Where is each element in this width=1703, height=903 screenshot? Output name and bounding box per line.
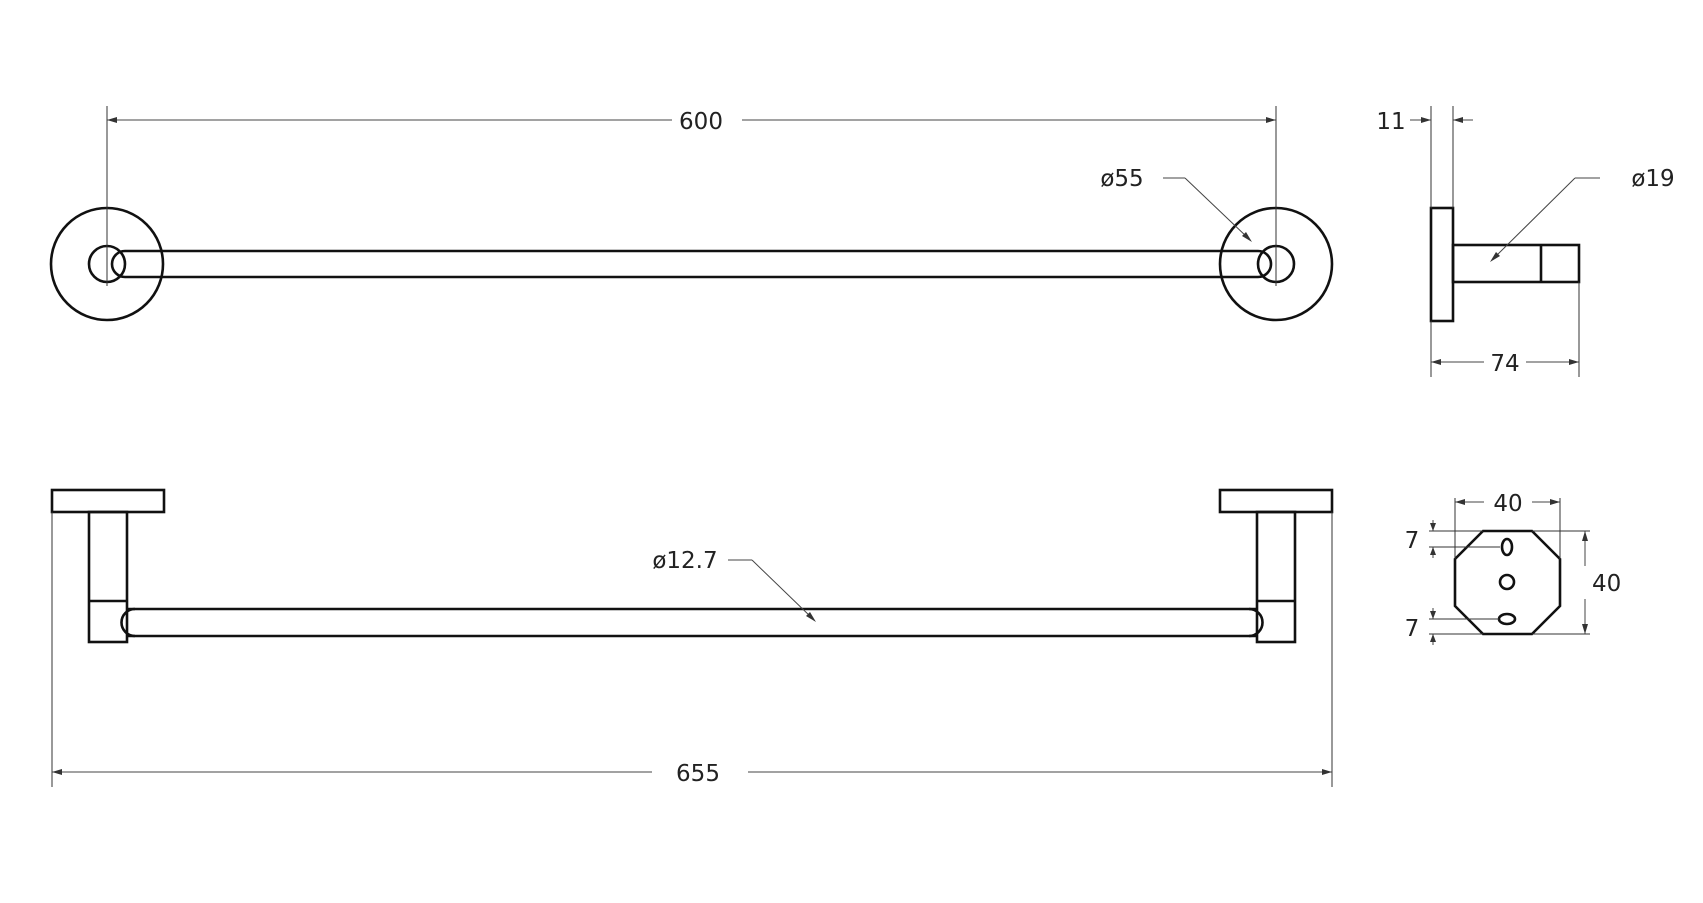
top-view: 600 ø55: [49, 106, 1334, 322]
rod-diameter-callout: ø12.7: [652, 548, 816, 622]
front-rod: [120, 607, 1264, 638]
rod-diameter-label: ø12.7: [652, 548, 717, 574]
plate-height-label: 40: [1592, 571, 1621, 597]
dimension-74-label: 74: [1490, 351, 1519, 377]
dimension-74: 74: [1431, 351, 1579, 377]
right-post: [1255, 510, 1297, 644]
dimension-655-label: 655: [676, 761, 720, 787]
bottom-hole-offset-label: 7: [1405, 616, 1420, 642]
rosette-diameter-label: ø55: [1100, 166, 1143, 192]
left-post: [87, 510, 129, 644]
plate-width-label: 40: [1493, 491, 1522, 517]
right-wall-plate: [1218, 488, 1334, 514]
side-bar-body: [1451, 243, 1581, 284]
bar-diameter-label: ø19: [1631, 166, 1674, 192]
side-wall-plate: [1429, 206, 1455, 323]
top-bar: [110, 249, 1273, 279]
front-view: ø12.7 655: [50, 488, 1334, 787]
dimension-11-label: 11: [1376, 109, 1405, 135]
side-view: 11 ø19 74: [1376, 106, 1675, 377]
dimension-top-hole-offset: 7: [1405, 520, 1436, 558]
bar-diameter-callout: ø19: [1490, 166, 1675, 262]
top-screw-hole: [1500, 537, 1514, 557]
dimension-600: 600: [107, 109, 1276, 135]
dimension-600-label: 600: [679, 109, 723, 135]
dimension-11: 11: [1376, 109, 1473, 135]
center-hole: [1498, 573, 1516, 591]
bottom-screw-hole: [1497, 612, 1517, 626]
mount-plate-view: 40 40 7 7: [1405, 491, 1621, 645]
rosette-diameter-callout: ø55: [1100, 166, 1252, 242]
dimension-bottom-hole-offset: 7: [1405, 608, 1436, 645]
dimension-plate-height: 40: [1582, 531, 1621, 634]
left-wall-plate: [50, 488, 166, 514]
dimension-plate-width: 40: [1455, 491, 1560, 517]
top-hole-offset-label: 7: [1405, 528, 1420, 554]
dimension-655: 655: [52, 761, 1332, 787]
